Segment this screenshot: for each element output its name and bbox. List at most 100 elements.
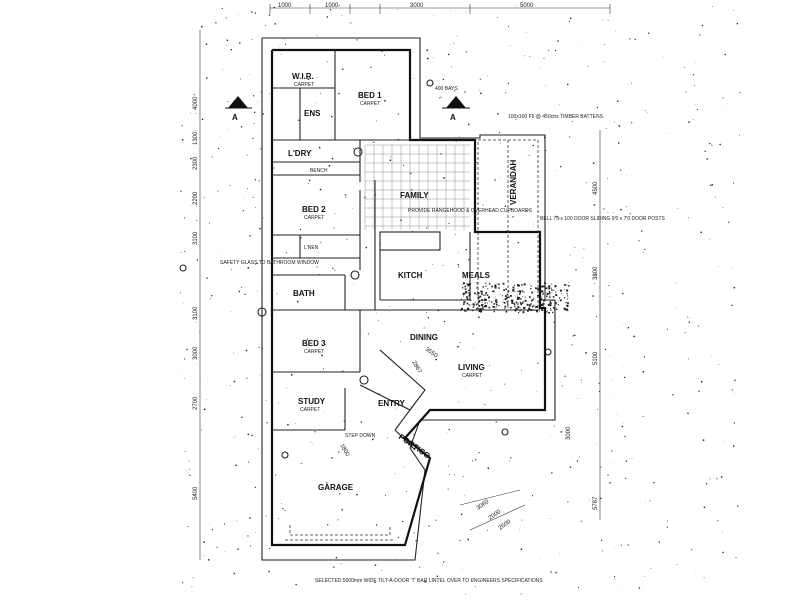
speckle	[316, 266, 318, 268]
speckle	[641, 230, 643, 232]
speckle	[459, 539, 461, 541]
smudge-dot	[481, 293, 483, 295]
smudge-dot	[483, 299, 486, 302]
speckle	[195, 113, 197, 114]
speckle	[284, 509, 286, 511]
speckle	[211, 156, 213, 158]
speckle	[557, 40, 559, 42]
speckle	[711, 184, 713, 186]
smudge-dot	[474, 305, 475, 307]
smudge-dot	[566, 304, 569, 307]
speckle	[184, 451, 186, 453]
speckle	[412, 298, 414, 300]
speckle	[448, 428, 450, 431]
speckle	[724, 53, 726, 56]
smudge-dot	[498, 287, 500, 289]
dim-left-7: 3000	[193, 346, 199, 360]
speckle	[447, 53, 450, 56]
speckle	[465, 11, 467, 13]
smudge-dot	[567, 298, 568, 300]
speckle	[241, 287, 242, 288]
dim-left-3: 2300	[193, 156, 199, 170]
notes: SAFETY GLASS TO BATHROOM WINDOW SELECTED…	[220, 86, 665, 584]
speckle	[709, 238, 710, 240]
smudge-dot	[484, 298, 485, 300]
smudge-dot	[543, 285, 546, 288]
smudge-dot	[523, 306, 526, 310]
dim-left-6: 3100	[193, 306, 199, 320]
section-marker-right: A	[442, 96, 470, 122]
smudge-dot	[561, 293, 562, 294]
speckle	[464, 495, 465, 496]
smudge-dot	[564, 297, 566, 299]
speckle	[739, 92, 741, 94]
speckle	[493, 292, 495, 294]
speckle	[719, 143, 721, 146]
speckle	[515, 118, 517, 120]
speckle	[567, 83, 569, 86]
right-dimension-line: 4500 3800 5100 3000 5787	[566, 130, 601, 520]
smudge-dot	[492, 290, 495, 293]
pantry-note: PROVIDE RANGEHOOD & OVERHEAD CUPBOARDS	[408, 208, 533, 214]
speckle	[254, 486, 256, 488]
speckle	[239, 42, 241, 44]
speckle	[569, 466, 572, 468]
speckle	[424, 581, 427, 583]
smudge-dot	[551, 287, 552, 289]
smudge-dot	[535, 309, 537, 311]
speckle	[570, 17, 572, 19]
room-ldry: L'DRY	[288, 149, 312, 158]
speckle	[607, 474, 609, 476]
smudge-dot	[554, 302, 556, 304]
speckle	[192, 577, 194, 579]
dim-left-8: 2700	[193, 396, 199, 410]
speckle	[203, 541, 205, 543]
speckle	[453, 42, 455, 44]
smudge-dot	[492, 306, 494, 308]
speckle	[479, 78, 481, 80]
smudge-dot	[469, 287, 471, 288]
speckle	[189, 468, 191, 470]
smudge-dot	[567, 310, 568, 312]
speckle	[253, 123, 255, 124]
speckle	[596, 316, 598, 318]
speckle	[601, 539, 603, 541]
speckle	[251, 434, 253, 437]
smudge-dot	[555, 294, 558, 297]
speckle	[507, 82, 509, 84]
smudge-dot	[523, 283, 526, 286]
smudge-dot	[531, 291, 534, 294]
speckle	[450, 10, 451, 11]
smudge-dot	[565, 301, 567, 304]
speckle	[238, 290, 241, 293]
speckle	[473, 578, 474, 580]
speckle	[617, 100, 619, 102]
smudge-dot	[549, 304, 552, 307]
speckle	[532, 495, 534, 497]
speckle	[260, 148, 262, 150]
speckle	[500, 142, 501, 144]
speckle	[622, 292, 624, 295]
speckle	[334, 213, 336, 214]
smudge-dot	[491, 301, 493, 303]
speckle	[709, 478, 711, 480]
speckle	[478, 316, 480, 319]
smudge-dot	[485, 292, 487, 295]
speckle	[498, 132, 500, 134]
dim-right-3: 5100	[593, 351, 599, 365]
room-entry: ENTRY	[378, 399, 405, 408]
smudge-dot	[565, 308, 568, 311]
speckle	[259, 227, 261, 230]
speckle	[555, 571, 557, 574]
smudge-dot	[537, 294, 540, 297]
smudge-dot	[506, 293, 509, 296]
speckle	[615, 30, 617, 32]
speckle	[564, 375, 566, 377]
speckle	[186, 470, 187, 471]
speckle	[326, 482, 328, 484]
speckle	[193, 195, 195, 197]
smudge-dot	[548, 303, 551, 306]
speckle	[595, 443, 597, 444]
speckle	[733, 286, 736, 289]
speckle	[211, 295, 213, 297]
